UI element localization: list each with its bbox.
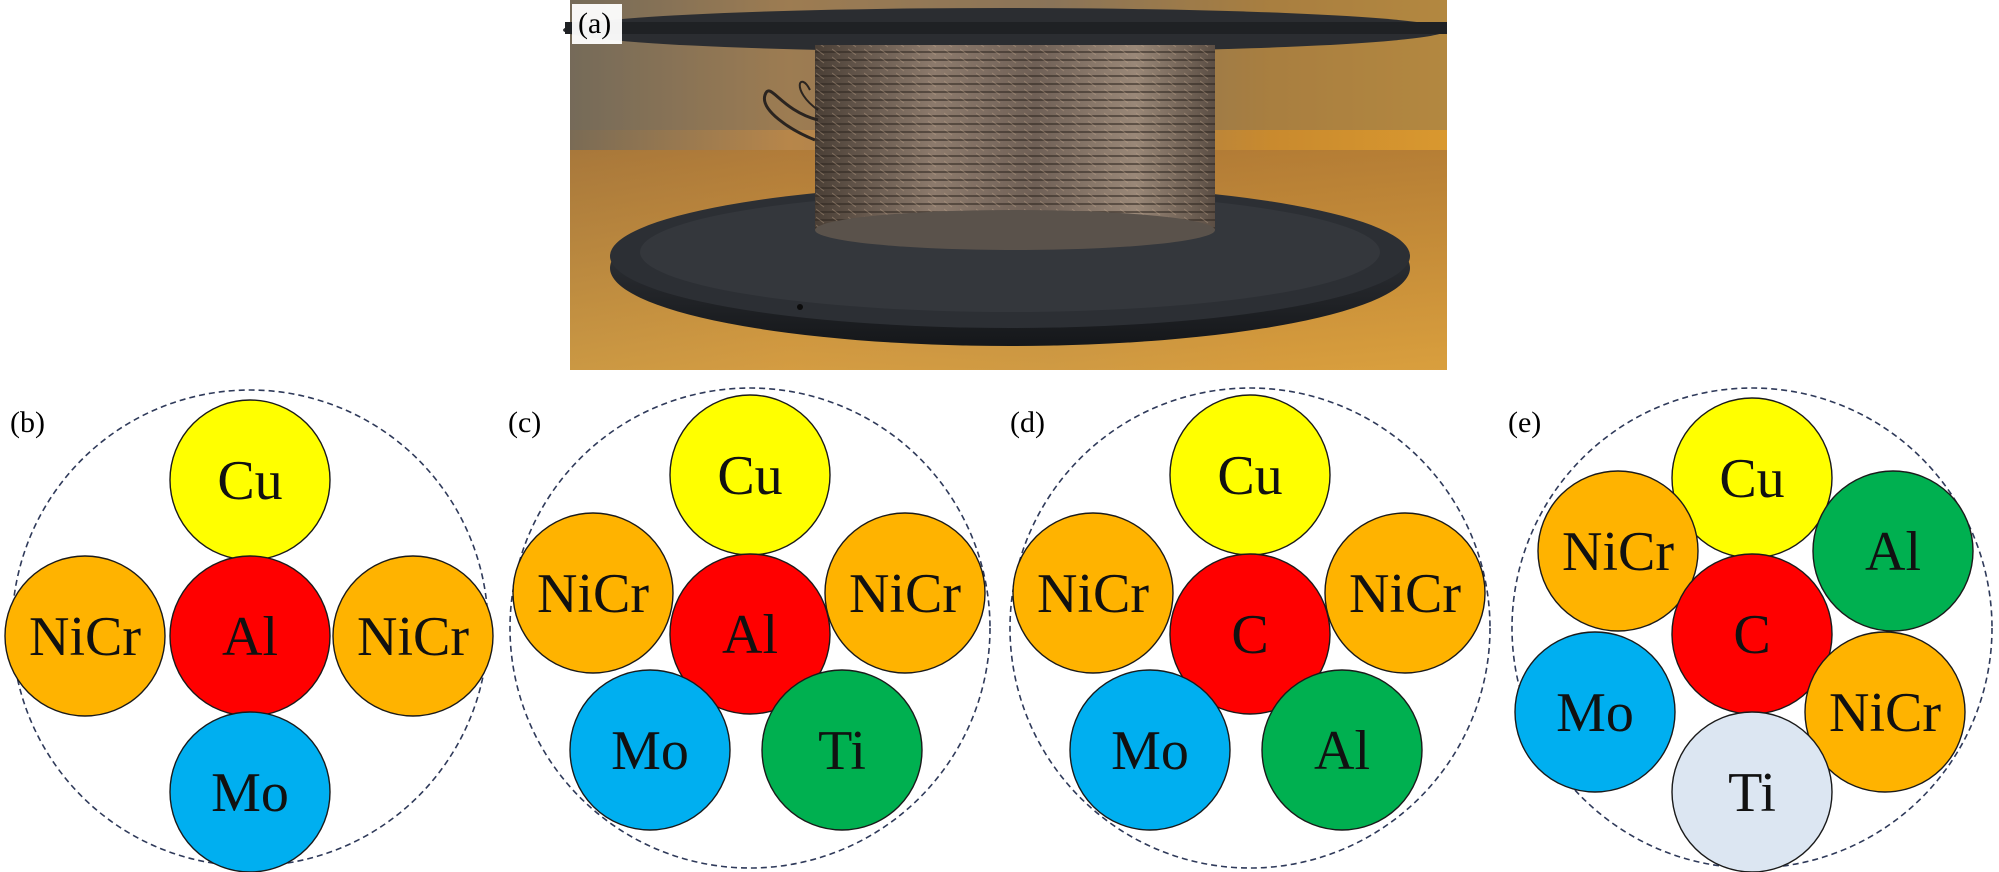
wire-strand (1012, 512, 1174, 674)
wire-label: Al (1314, 720, 1370, 782)
panel-label: (d) (1010, 406, 1045, 439)
wire-strand (761, 669, 923, 831)
wire-label: C (1231, 604, 1268, 666)
wire-strand (1261, 669, 1423, 831)
wire-strand (1324, 512, 1486, 674)
wire-label: NiCr (1037, 563, 1149, 625)
panel-label: (b) (10, 406, 45, 439)
wire-label: NiCr (1829, 682, 1941, 744)
wire-label: Cu (1719, 448, 1784, 510)
wire-label: Cu (217, 450, 282, 512)
wire-strand (1069, 669, 1231, 831)
wire-strand (1804, 631, 1966, 793)
wire-label: Al (222, 606, 278, 668)
wire-strand (332, 555, 494, 717)
wire-label: Mo (211, 762, 289, 824)
wire-strand (1671, 711, 1833, 872)
wire-label: NiCr (29, 606, 141, 668)
wire-label: Cu (717, 445, 782, 507)
wire-strand (1169, 553, 1331, 715)
wire-label: Mo (611, 720, 689, 782)
wire-label: NiCr (357, 606, 469, 668)
wire-strand (4, 555, 166, 717)
wire-strand (669, 553, 831, 715)
wire-strand (1537, 470, 1699, 632)
bundle-outline (1009, 387, 1491, 869)
panel-label: (e) (1508, 406, 1541, 439)
wire-label: C (1733, 604, 1770, 666)
wire-label: Mo (1111, 720, 1189, 782)
wire-strand (824, 512, 986, 674)
bundle-outline (1511, 387, 1993, 869)
wire-strand (569, 669, 731, 831)
wire-label: NiCr (537, 563, 649, 625)
wire-label: NiCr (849, 563, 961, 625)
wire-label: NiCr (1562, 521, 1674, 583)
wire-strand (512, 512, 674, 674)
wire-label: Cu (1217, 445, 1282, 507)
wire-label: Al (1865, 521, 1921, 583)
wire-label: Al (722, 604, 778, 666)
bundle-outline (509, 387, 991, 869)
panel-label: (c) (508, 406, 541, 439)
wire-strand (169, 711, 331, 872)
wire-label: Mo (1556, 682, 1634, 744)
wire-spool-photo: (a) (563, 0, 1447, 370)
panel-label-a: (a) (578, 7, 611, 40)
wire-strand (1514, 631, 1676, 793)
wire-label: NiCr (1349, 563, 1461, 625)
wire-strand (1812, 470, 1974, 632)
wire-label: Ti (1728, 762, 1776, 824)
wire-label: Ti (818, 720, 866, 782)
